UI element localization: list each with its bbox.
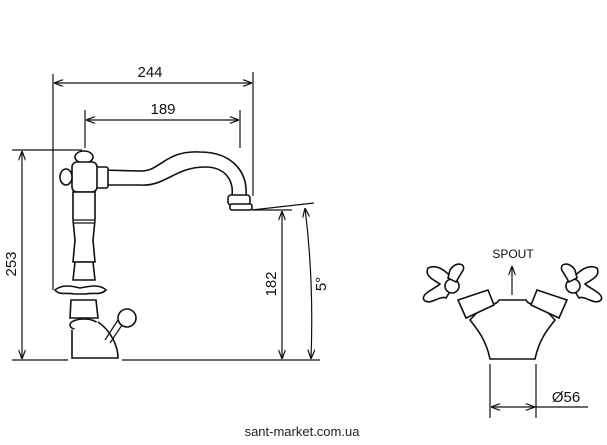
top-view: SPOUT Ø56 bbox=[422, 247, 603, 418]
right-handle bbox=[529, 263, 603, 320]
dimension-189-label: 189 bbox=[150, 101, 175, 118]
dimension-253-label: 253 bbox=[3, 251, 20, 276]
side-view: 244 189 253 182 5° bbox=[3, 64, 330, 361]
dimension-182-label: 182 bbox=[263, 271, 280, 296]
faucet-side bbox=[53, 150, 253, 359]
spout-label: SPOUT bbox=[492, 247, 534, 261]
watermark: sant-market.com.ua bbox=[245, 424, 361, 439]
angle-line bbox=[251, 202, 315, 211]
top-view-body bbox=[468, 299, 557, 360]
dimension-angle bbox=[305, 208, 312, 359]
dimension-244-label: 244 bbox=[137, 64, 162, 81]
dimension-angle-label: 5° bbox=[313, 277, 330, 291]
diameter-label: Ø56 bbox=[552, 389, 580, 406]
left-handle bbox=[422, 263, 496, 320]
